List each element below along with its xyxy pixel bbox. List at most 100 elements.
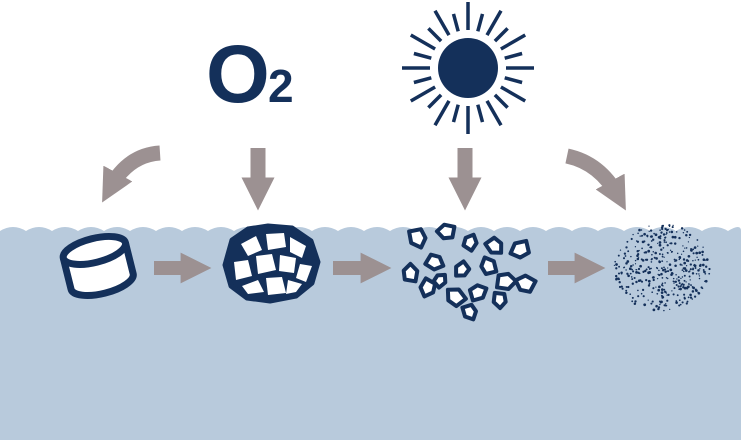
particle xyxy=(671,226,674,229)
particle xyxy=(635,269,637,271)
particle xyxy=(657,235,661,239)
particle xyxy=(657,307,660,311)
particle xyxy=(649,246,653,249)
particle xyxy=(704,272,707,275)
particle xyxy=(697,252,699,254)
particle xyxy=(693,295,697,298)
particle xyxy=(699,263,702,266)
particle xyxy=(705,265,708,268)
particle xyxy=(692,248,695,251)
particle xyxy=(647,243,650,246)
particle xyxy=(661,224,664,228)
particle xyxy=(642,295,645,298)
particle xyxy=(663,239,666,242)
particle xyxy=(665,276,668,279)
particle xyxy=(637,267,641,271)
particle xyxy=(617,254,620,257)
particle xyxy=(650,302,653,305)
particle xyxy=(682,286,685,289)
particle xyxy=(697,292,701,295)
sun-ray xyxy=(500,33,527,51)
particle xyxy=(675,259,678,262)
particle xyxy=(638,249,640,252)
sun-ray xyxy=(427,27,443,43)
particle xyxy=(663,241,666,243)
particle xyxy=(692,260,694,262)
particle xyxy=(664,303,667,305)
particle xyxy=(627,250,630,253)
particle xyxy=(620,285,623,288)
particle xyxy=(684,247,686,249)
particle xyxy=(704,280,706,282)
particle xyxy=(645,268,648,271)
particle xyxy=(682,270,685,273)
particle xyxy=(701,263,705,267)
sun-ray xyxy=(500,85,527,103)
particle xyxy=(697,269,700,272)
particle xyxy=(678,299,681,302)
particle xyxy=(637,289,639,292)
particle xyxy=(650,261,653,263)
particle xyxy=(660,300,663,304)
particle xyxy=(673,287,676,290)
particle xyxy=(666,277,669,280)
particle xyxy=(635,271,638,274)
fragment xyxy=(508,238,531,260)
particle xyxy=(660,267,663,270)
particle xyxy=(692,286,695,290)
particle xyxy=(687,254,691,258)
particle xyxy=(693,263,696,266)
particle xyxy=(661,255,664,258)
sun-ray xyxy=(409,85,436,103)
particle xyxy=(681,301,684,304)
particle xyxy=(615,275,618,278)
particle xyxy=(647,266,650,269)
sun-ray xyxy=(413,51,432,60)
particle xyxy=(639,264,642,268)
particle xyxy=(687,241,690,243)
particle xyxy=(695,289,698,292)
arrow-sun-right xyxy=(565,148,626,211)
particle xyxy=(691,298,694,300)
particle xyxy=(634,300,637,303)
particle xyxy=(695,272,698,275)
particle xyxy=(661,260,664,262)
particle xyxy=(688,236,691,239)
particle xyxy=(661,277,664,279)
particle xyxy=(633,276,636,280)
particle xyxy=(689,293,692,297)
particle xyxy=(698,251,702,255)
particle xyxy=(647,284,651,287)
particle xyxy=(660,291,664,294)
particle xyxy=(681,276,684,278)
particle xyxy=(664,227,667,231)
particle xyxy=(663,309,665,312)
particle xyxy=(625,262,628,265)
particle xyxy=(664,236,667,239)
particle xyxy=(661,284,663,286)
particle xyxy=(694,259,696,261)
particle xyxy=(645,278,648,282)
particle xyxy=(641,240,645,244)
particle xyxy=(683,229,686,231)
particle xyxy=(648,230,650,232)
particle xyxy=(632,270,635,273)
particle xyxy=(624,255,627,257)
particle xyxy=(708,272,711,275)
particle xyxy=(634,246,637,248)
particle xyxy=(674,264,677,268)
particle xyxy=(613,264,616,267)
particle xyxy=(678,258,681,261)
particle xyxy=(641,247,643,250)
crack-cell xyxy=(290,237,306,258)
particle xyxy=(665,304,668,307)
particle xyxy=(698,277,701,280)
particle xyxy=(658,253,661,255)
particle xyxy=(627,285,630,289)
particle xyxy=(689,279,691,281)
particle xyxy=(659,229,661,231)
sun-ray xyxy=(504,76,523,85)
particle xyxy=(677,285,680,288)
particle xyxy=(632,264,634,266)
